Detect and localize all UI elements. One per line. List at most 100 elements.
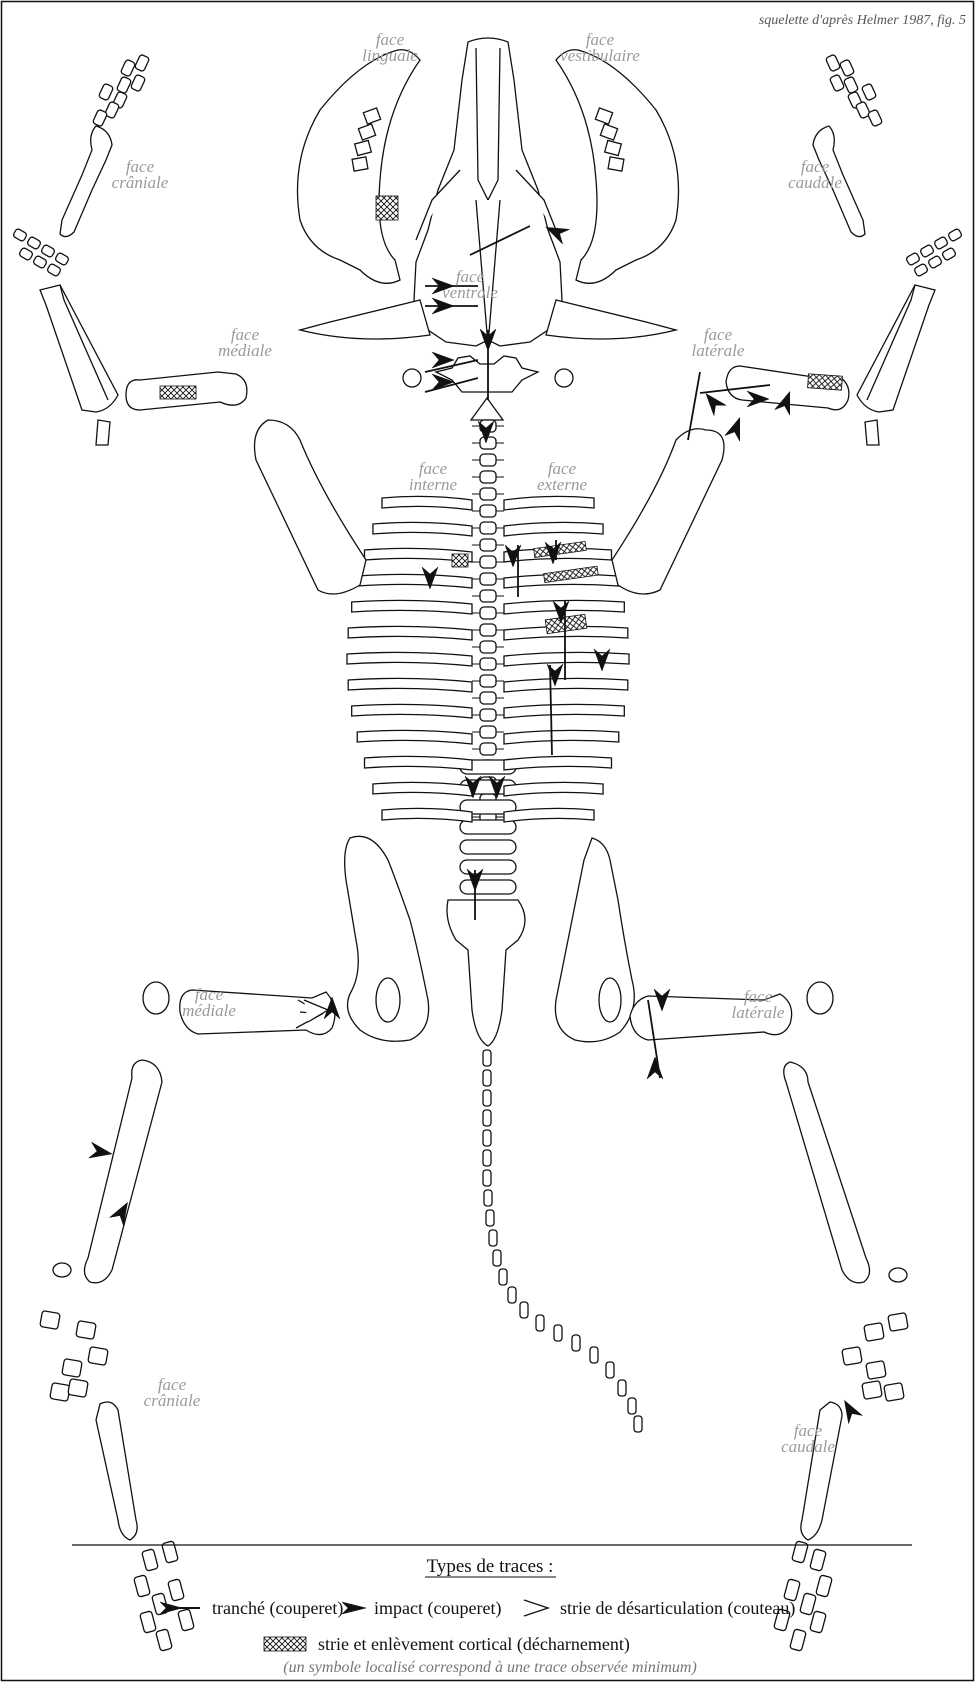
- small-bone: [942, 247, 957, 261]
- small-bone: [76, 1321, 97, 1340]
- tail-vertebra: [486, 1210, 494, 1226]
- small-bone: [116, 76, 131, 94]
- legend: Types de traces : tranché (couperet) imp…: [72, 1545, 912, 1676]
- rib: [357, 574, 472, 588]
- mandible-left: [298, 50, 421, 284]
- pelvis-right: [555, 838, 634, 1042]
- small-bone: [41, 244, 56, 258]
- small-bone: [906, 252, 921, 266]
- ribs-left: [347, 496, 472, 822]
- small-bone: [888, 1313, 909, 1332]
- tail-vertebra: [618, 1380, 626, 1396]
- tail-vertebra: [483, 1050, 491, 1066]
- tail-vertebra: [628, 1398, 636, 1414]
- small-bone: [62, 1359, 83, 1378]
- small-bone: [866, 1361, 887, 1380]
- impact-arrow: [89, 1142, 113, 1162]
- tail-vertebra: [483, 1170, 491, 1186]
- vertebra: [480, 505, 496, 517]
- face-label-linguale: facelinguale: [362, 30, 418, 65]
- hindlimb-right: [774, 1062, 909, 1651]
- small-bone: [829, 74, 844, 92]
- small-bone: [13, 228, 28, 242]
- vertebra: [480, 692, 496, 704]
- sacrum: [447, 900, 525, 1046]
- rib: [382, 496, 472, 510]
- legend-impact-symbol: [342, 1602, 366, 1614]
- small-bone: [867, 109, 882, 127]
- tail-vertebra: [536, 1315, 544, 1331]
- legend-impact-label: impact (couperet): [374, 1598, 501, 1619]
- small-bone: [948, 228, 963, 242]
- rib: [352, 600, 472, 614]
- mandible-right: [556, 50, 679, 284]
- small-bone: [134, 1575, 151, 1597]
- vertebra: [480, 539, 496, 551]
- small-bone: [864, 1323, 885, 1342]
- tail-vertebra: [634, 1416, 642, 1432]
- rib: [347, 652, 472, 666]
- vertebra: [480, 454, 496, 466]
- small-bone: [55, 252, 70, 266]
- tail-vertebra: [508, 1287, 516, 1303]
- tail-vertebra: [554, 1325, 562, 1341]
- small-bone: [842, 1347, 863, 1366]
- tail-vertebra: [606, 1362, 614, 1378]
- tail-vertebra: [483, 1070, 491, 1086]
- tail-vertebra: [483, 1090, 491, 1106]
- small-bone: [68, 1379, 89, 1398]
- tail-vertebra: [572, 1335, 580, 1351]
- scapula-left: [255, 420, 367, 594]
- legend-tranche-label: tranché (couperet): [212, 1598, 343, 1619]
- vertebra: [480, 641, 496, 653]
- face-label-craniale_forelimb: facecrâniale: [112, 157, 169, 192]
- small-bone: [98, 83, 113, 101]
- vertebra: [480, 556, 496, 568]
- legend-title: Types de traces :: [427, 1556, 554, 1577]
- small-bone: [934, 236, 949, 250]
- rib: [504, 756, 612, 770]
- hatch-mark: [160, 386, 196, 399]
- vertebra: [480, 743, 496, 755]
- small-bone: [134, 54, 149, 72]
- hatch-mark: [452, 554, 468, 567]
- small-bone: [861, 83, 876, 101]
- hatch-mark: [376, 196, 398, 220]
- hindlimb-left: [40, 1060, 195, 1651]
- vertebra: [480, 726, 496, 738]
- rib: [373, 522, 472, 536]
- legend-note: (un symbole localisé correspond à une tr…: [283, 1659, 697, 1676]
- small-bone: [790, 1629, 807, 1651]
- small-bone: [178, 1609, 195, 1631]
- vertebra: [480, 675, 496, 687]
- tail-vertebra: [489, 1230, 497, 1246]
- rib: [373, 782, 472, 796]
- tail-vertebra: [484, 1190, 492, 1206]
- vertebra: [480, 709, 496, 721]
- tail-vertebra: [493, 1250, 501, 1266]
- small-bone: [884, 1383, 905, 1402]
- small-bone: [928, 255, 943, 269]
- small-bone: [800, 1593, 817, 1615]
- small-bone: [914, 263, 929, 277]
- tail-vertebra: [483, 1110, 491, 1126]
- vertebra: [480, 522, 496, 534]
- pelvis-left: [345, 836, 429, 1041]
- rib: [504, 782, 603, 796]
- small-bone: [92, 109, 107, 127]
- tail-vertebra: [520, 1302, 528, 1318]
- source-credit: squelette d'après Helmer 1987, fig. 5: [759, 13, 966, 28]
- legend-decharnement-label: strie et enlèvement cortical (décharneme…: [318, 1634, 630, 1655]
- small-bone: [88, 1347, 109, 1366]
- tail-vertebra: [590, 1347, 598, 1363]
- rib: [504, 730, 619, 744]
- small-bone: [156, 1629, 173, 1651]
- vertebra: [480, 488, 496, 500]
- small-bone: [130, 74, 145, 92]
- small-bone: [120, 59, 135, 77]
